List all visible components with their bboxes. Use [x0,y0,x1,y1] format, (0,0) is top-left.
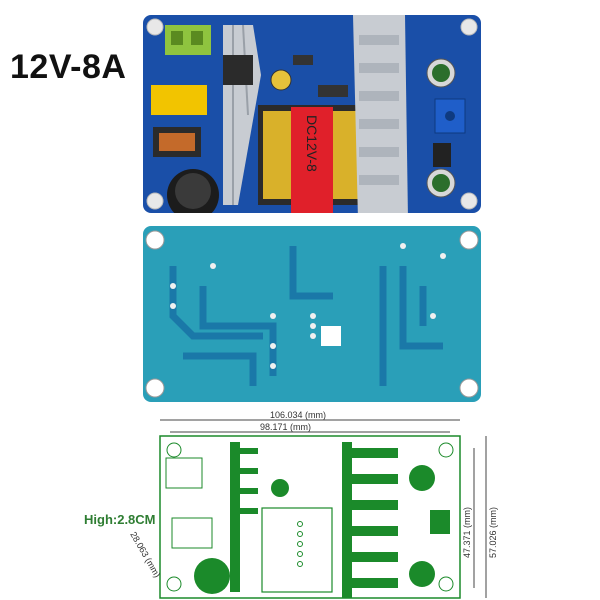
mounting-hole [146,18,164,36]
mounting-hole [459,230,479,250]
solder-pads [170,243,446,369]
drawing-choke [171,517,213,549]
drawing-output-cap [409,465,435,491]
mosfet [223,55,253,85]
mounting-hole [145,378,165,398]
copper-traces [169,246,443,386]
drawing-heatsink-left [230,442,258,592]
pcb-bottom-photo [143,226,481,402]
drawing-small-cap [271,479,289,497]
pcb-top-photo: DC12V-8 [143,15,481,213]
transformer-text: DC12V-8 [304,115,320,172]
height-note: High:2.8CM [84,512,156,527]
mounting-hole [459,378,479,398]
drawing-output-cap [409,561,435,587]
drawing-transformer [261,507,333,593]
height-outer-label: 57.026 (mm) [488,507,498,558]
mounting-hole [146,192,164,210]
diagonal-label: 28.063 (mm) [130,530,162,579]
transformer-label [291,107,333,213]
mounting-hole [145,230,165,250]
height-inner-label: 47.371 (mm) [462,507,472,558]
width-inner-label: 98.171 (mm) [260,422,311,432]
mounting-hole [460,18,478,36]
output-inductor [433,143,451,167]
silkscreen-marker [321,326,341,346]
drawing-pins [297,521,303,567]
mounting-hole [460,192,478,210]
drawing-bulk-cap [194,558,230,594]
drawing-heatsink-right [342,442,398,598]
drawing-terminal [165,457,203,489]
width-outer-label: 106.034 (mm) [270,410,326,420]
dimension-drawing: 106.034 (mm) 98.171 (mm) 47.371 (mm) 57.… [130,410,498,599]
small-capacitor [270,69,292,91]
transformer: DC12V-8 [258,105,368,213]
x-capacitor [151,85,207,115]
product-title: 12V-8A [10,48,127,86]
heatsink-right [353,15,408,213]
drawing-dc-terminal [430,510,450,534]
